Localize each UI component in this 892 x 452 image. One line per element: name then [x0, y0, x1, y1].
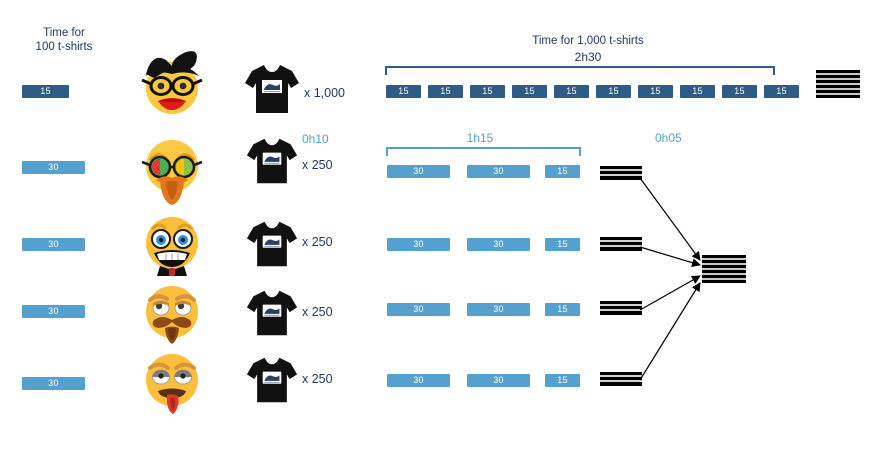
right-time-block: 30	[387, 165, 450, 178]
right-time-block: 15	[722, 85, 757, 98]
worker-face-icon-row-2	[141, 140, 203, 205]
tshirt-stack-icon-row-3	[600, 237, 642, 251]
left-time-block-row-1: 15	[22, 85, 69, 98]
tshirt-icon-row-1	[245, 65, 299, 113]
right-time-block: 15	[764, 85, 799, 98]
right-time-block: 15	[512, 85, 547, 98]
right-column-title: Time for 1,000 t-shirts	[532, 35, 644, 47]
right-time-block: 15	[596, 85, 631, 98]
right-time-block: 15	[638, 85, 673, 98]
right-time-block: 15	[545, 303, 580, 316]
right-time-block: 15	[428, 85, 463, 98]
shirt-count-row-2: x 250	[302, 158, 333, 172]
shirt-count-row-5: x 250	[302, 372, 333, 386]
worker-face-icon-row-5	[146, 354, 198, 414]
right-total-time: 2h30	[574, 50, 602, 64]
right-time-block: 30	[387, 374, 450, 387]
shirt-count-row-1: x 1,000	[304, 86, 346, 100]
right-time-block: 15	[386, 85, 421, 98]
arrow-icon-row-4	[639, 275, 701, 311]
left-time-block-row-3: 30	[22, 238, 85, 251]
arrow-icon-row-2	[639, 177, 701, 261]
tshirt-stack-icon-row-4	[600, 301, 642, 315]
setup-time-label-row-2: 0h10	[302, 132, 329, 146]
bracket-row-2	[386, 147, 581, 156]
worker-face-icon-row-1	[141, 51, 203, 114]
batch-time-label: 1h15	[466, 131, 494, 145]
right-time-block: 15	[470, 85, 505, 98]
tshirt-icon-row-2	[246, 138, 298, 184]
left-column-title: Time for 100 t-shirts	[35, 27, 93, 53]
shirt-count-row-3: x 250	[302, 235, 333, 249]
right-time-block: 30	[387, 238, 450, 251]
left-time-block-row-5: 30	[22, 377, 85, 390]
right-time-block: 15	[680, 85, 715, 98]
tshirt-icon-row-3	[246, 221, 298, 267]
shirt-count-row-4: x 250	[302, 305, 333, 319]
tshirt-stack-icon-final-top	[816, 70, 860, 98]
right-time-block: 15	[545, 238, 580, 251]
left-time-block-row-2: 30	[22, 161, 85, 174]
right-time-block: 30	[467, 374, 530, 387]
left-time-block-row-4: 30	[22, 305, 85, 318]
right-time-block: 15	[545, 165, 580, 178]
tshirt-stack-icon-row-5	[600, 372, 642, 386]
tshirt-icon-row-4	[246, 290, 298, 336]
right-time-block: 15	[545, 374, 580, 387]
merge-time-label: 0h05	[655, 131, 682, 145]
bracket-row-1	[385, 66, 775, 75]
right-time-block: 30	[467, 238, 530, 251]
right-time-block: 15	[554, 85, 589, 98]
right-time-block: 30	[467, 303, 530, 316]
right-time-block: 30	[467, 165, 530, 178]
tshirt-icon-row-5	[246, 357, 298, 403]
tshirt-stack-icon-final-merged	[702, 255, 746, 283]
worker-face-icon-row-4	[146, 286, 198, 344]
right-time-block: 30	[387, 303, 450, 316]
arrow-icon-row-5	[639, 282, 701, 381]
tshirt-stack-icon-row-2	[600, 166, 642, 180]
arrow-icon-row-3	[639, 246, 701, 268]
worker-face-icon-row-3	[146, 217, 198, 276]
